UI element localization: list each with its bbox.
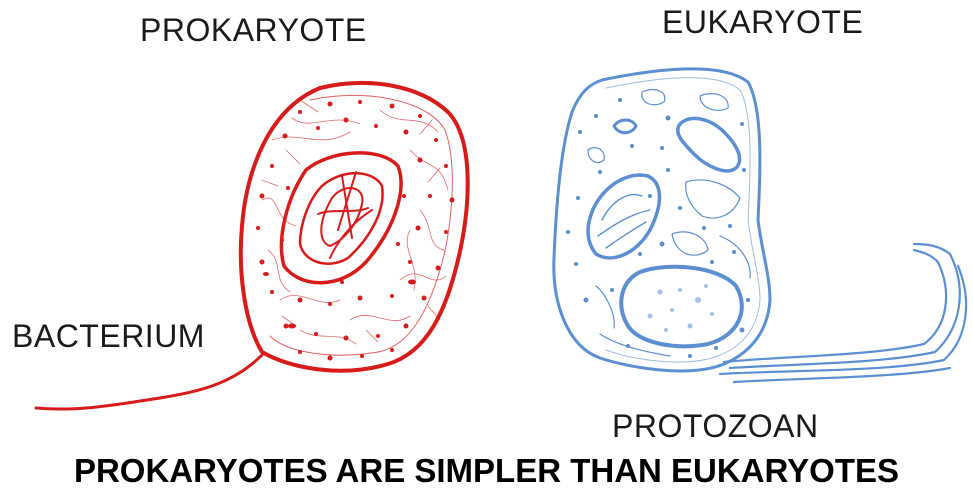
bacterium-flagellum [36, 355, 262, 409]
protozoan-cell-icon [554, 69, 966, 382]
protozoan-nucleus [621, 267, 742, 347]
protozoan-flagellum [720, 244, 966, 382]
bacterium-cell-icon [36, 83, 468, 409]
bacterium-ribosomes [256, 100, 455, 361]
protozoan-granules [566, 98, 750, 358]
bacterium-nucleoid [281, 153, 401, 283]
bacterium-cell-wall [241, 83, 468, 371]
protozoan-organelles [588, 90, 750, 356]
bacterium-membrane [270, 95, 452, 355]
